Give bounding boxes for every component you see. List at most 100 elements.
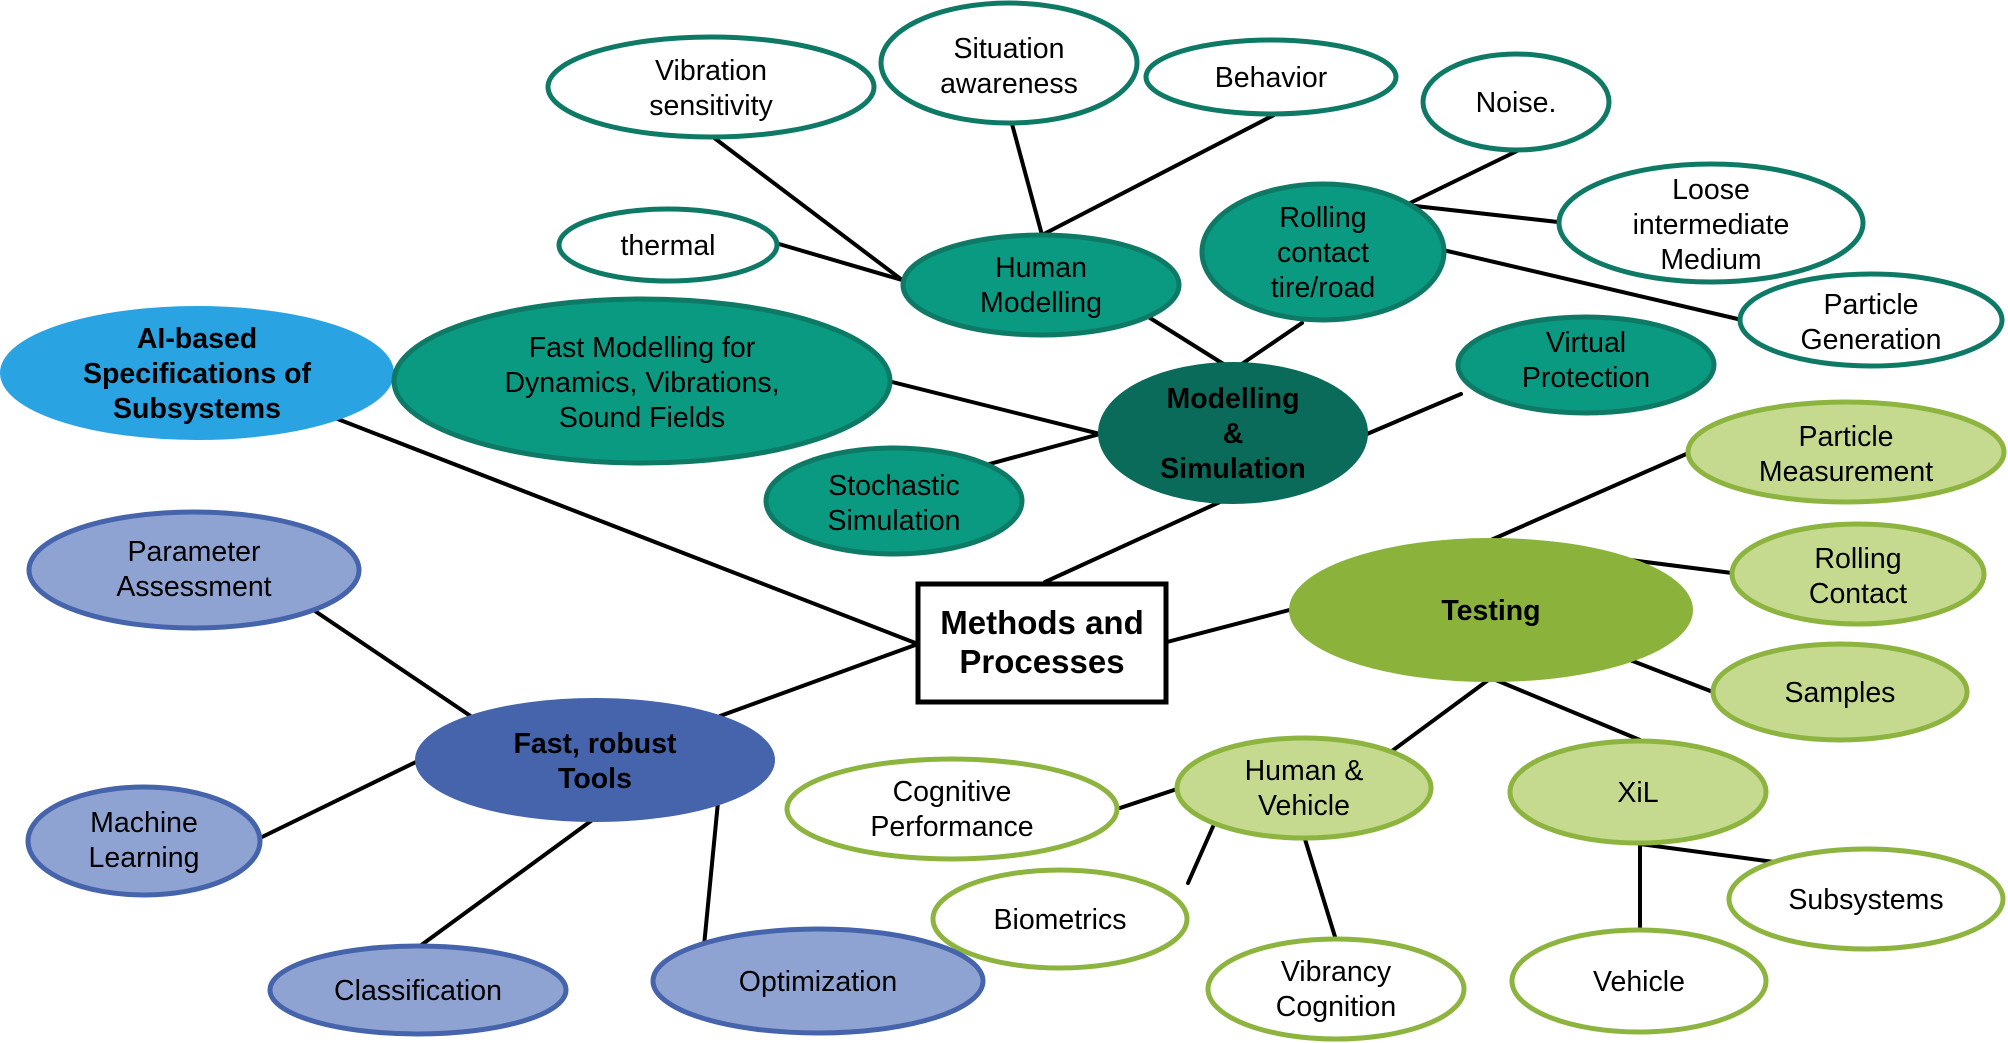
edge-center-tools bbox=[718, 642, 920, 718]
node-rolling-contact-shape bbox=[1729, 521, 1987, 627]
node-particle-measurement-shape bbox=[1685, 399, 2007, 505]
node-label-line: Testing bbox=[1441, 595, 1540, 627]
edge-human-thermal bbox=[777, 242, 904, 282]
edge-testing-particle-meas bbox=[1489, 449, 1695, 542]
node-rolling-contact-tire-road-shape bbox=[1199, 181, 1447, 323]
node-particle-measurement: Particle Measurement bbox=[1685, 399, 2007, 505]
node-testing-shape bbox=[1289, 538, 1693, 682]
node-label-line: Loose bbox=[1672, 174, 1750, 206]
node-biometrics: Biometrics bbox=[930, 867, 1190, 971]
node-label-line: Behavior bbox=[1215, 62, 1328, 94]
center-box bbox=[915, 581, 1169, 705]
node-label-line: Virtual bbox=[1546, 327, 1626, 359]
node-label-line: Optimization bbox=[739, 966, 897, 998]
edge-human-situation bbox=[1010, 122, 1044, 237]
node-label-line: Simulation bbox=[1160, 453, 1306, 485]
node-behavior-shape bbox=[1143, 37, 1399, 117]
node-label-line: contact bbox=[1277, 237, 1369, 269]
center-line-2: Processes bbox=[959, 643, 1124, 680]
node-vibrancy-cognition-shape bbox=[1205, 936, 1467, 1042]
node-optimization-shape bbox=[650, 926, 986, 1036]
node-testing: Testing bbox=[1289, 538, 1693, 682]
node-rolling-contact: Rolling Contact bbox=[1729, 521, 1987, 627]
node-rolling-contact-tire-road: Rolling contact tire/road bbox=[1199, 181, 1447, 323]
edge-modelling-virtual bbox=[1365, 392, 1463, 436]
node-subsystems-shape bbox=[1726, 846, 2006, 952]
edge-tools-parameter bbox=[310, 607, 474, 719]
edge-tools-optimization bbox=[702, 800, 720, 948]
node-label-line: AI-based bbox=[137, 323, 257, 355]
node-label-line: Assessment bbox=[116, 571, 271, 603]
node-label-line: Fast, robust bbox=[513, 728, 677, 760]
edge-xil-subsystems bbox=[1638, 842, 1776, 864]
node-machine-learning: Machine Learning bbox=[25, 784, 263, 898]
node-stochastic-simulation-shape bbox=[763, 445, 1025, 557]
node-cognitive-performance: Cognitive Performance bbox=[784, 756, 1120, 862]
node-virtual-protection: Virtual Protection bbox=[1455, 314, 1717, 416]
node-label-line: Measurement bbox=[1759, 456, 1933, 488]
edge-rolling-noise bbox=[1404, 149, 1519, 207]
node-label-line: Classification bbox=[334, 975, 502, 1007]
node-label-line: sensitivity bbox=[649, 90, 773, 122]
node-parameter-assessment: Parameter Assessment bbox=[26, 509, 362, 631]
node-stochastic-simulation: Stochastic Simulation bbox=[763, 445, 1025, 557]
node-label-line: Subsystems bbox=[1788, 884, 1943, 916]
node-human-vehicle: Human & Vehicle bbox=[1174, 735, 1434, 841]
node-classification-shape bbox=[267, 943, 569, 1037]
node-particle-generation: Particle Generation bbox=[1737, 271, 2005, 369]
node-virtual-protection-shape bbox=[1455, 314, 1717, 416]
node-fast-modelling-shape bbox=[391, 296, 893, 466]
node-situation-awareness: Situation awareness bbox=[878, 0, 1140, 126]
connector-lines bbox=[258, 113, 1776, 948]
edge-modelling-human bbox=[1140, 311, 1235, 372]
edge-tools-classification bbox=[418, 816, 597, 948]
node-label-line: Samples bbox=[1785, 677, 1896, 709]
edge-modelling-fast-modelling bbox=[886, 379, 1102, 436]
node-label-line: Learning bbox=[89, 842, 200, 874]
node-label-line: Vibration bbox=[655, 55, 767, 87]
node-xil: XiL bbox=[1507, 738, 1769, 846]
edge-hv-cognitive bbox=[1118, 786, 1182, 810]
node-label-line: Protection bbox=[1522, 362, 1650, 394]
node-thermal-shape bbox=[556, 206, 780, 284]
node-modelling-simulation: Modelling & Simulation bbox=[1098, 362, 1368, 504]
node-label-line: Cognitive bbox=[893, 776, 1012, 808]
node-vibrancy-cognition: Vibrancy Cognition bbox=[1205, 936, 1467, 1042]
node-situation-awareness-shape bbox=[878, 0, 1140, 126]
node-human-vehicle-shape bbox=[1174, 735, 1434, 841]
edge-testing-rolling-contact bbox=[1628, 558, 1734, 575]
node-label-line: Rolling bbox=[1279, 202, 1366, 234]
edge-tools-machine bbox=[258, 758, 422, 840]
node-subsystems: Subsystems bbox=[1726, 846, 2006, 952]
node-human-modelling: Human Modelling bbox=[900, 232, 1182, 338]
node-label-line: Specifications of bbox=[83, 358, 312, 390]
node-vibration-sensitivity: Vibration sensitivity bbox=[545, 34, 877, 140]
edge-testing-samples bbox=[1628, 658, 1715, 694]
node-label-line: Vibrancy bbox=[1281, 956, 1392, 988]
node-label-line: intermediate bbox=[1633, 209, 1790, 241]
node-loose-intermediate-medium: Loose intermediate Medium bbox=[1556, 161, 1866, 285]
edge-modelling-rolling bbox=[1231, 321, 1304, 372]
node-label-line: & bbox=[1223, 418, 1244, 450]
node-noise: Noise. bbox=[1420, 51, 1612, 153]
node-label-line: Medium bbox=[1660, 244, 1761, 276]
edge-rolling-loose bbox=[1404, 203, 1560, 224]
node-label-line: Rolling bbox=[1814, 543, 1901, 575]
node-cognitive-performance-shape bbox=[784, 756, 1120, 862]
node-label-line: Vehicle bbox=[1593, 966, 1685, 998]
node-classification: Classification bbox=[267, 943, 569, 1037]
node-label-line: Performance bbox=[870, 811, 1033, 843]
node-label-line: Particle bbox=[1798, 421, 1893, 453]
edge-modelling-stochastic bbox=[980, 432, 1102, 468]
node-optimization: Optimization bbox=[650, 926, 986, 1036]
node-human-modelling-shape bbox=[900, 232, 1182, 338]
node-loose-intermediate-medium-shape bbox=[1556, 161, 1866, 285]
edge-center-ai-spec bbox=[333, 416, 920, 646]
node-label-line: thermal bbox=[620, 230, 715, 262]
node-behavior: Behavior bbox=[1143, 37, 1399, 117]
node-vehicle-shape bbox=[1509, 927, 1769, 1035]
edge-human-behavior bbox=[1040, 113, 1276, 237]
edge-center-modelling bbox=[1043, 494, 1235, 584]
